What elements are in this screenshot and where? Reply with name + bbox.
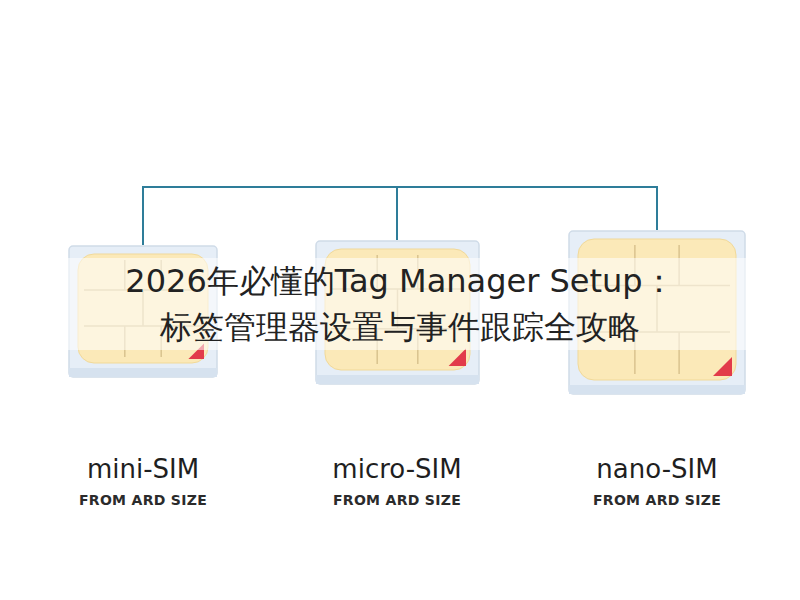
card-edge <box>316 375 479 384</box>
card-name: mini-SIM <box>38 453 248 485</box>
bracket-connector <box>143 187 397 245</box>
title: 2026年必懂的Tag Manager Setup：标签管理器设置与事件跟踪全攻… <box>20 258 780 350</box>
card-subtitle: FROM ARD SIZE <box>552 491 762 509</box>
card-subtitle: FROM ARD SIZE <box>38 491 248 509</box>
card-edge <box>569 385 745 394</box>
card-edge <box>69 368 217 377</box>
card-name: micro-SIM <box>292 453 502 485</box>
card-name: nano-SIM <box>552 453 762 485</box>
card-subtitle: FROM ARD SIZE <box>292 491 502 509</box>
corner-notch <box>713 357 732 376</box>
corner-notch <box>448 349 465 366</box>
title-block: 2026年必懂的Tag Manager Setup：标签管理器设置与事件跟踪全攻… <box>20 258 780 350</box>
